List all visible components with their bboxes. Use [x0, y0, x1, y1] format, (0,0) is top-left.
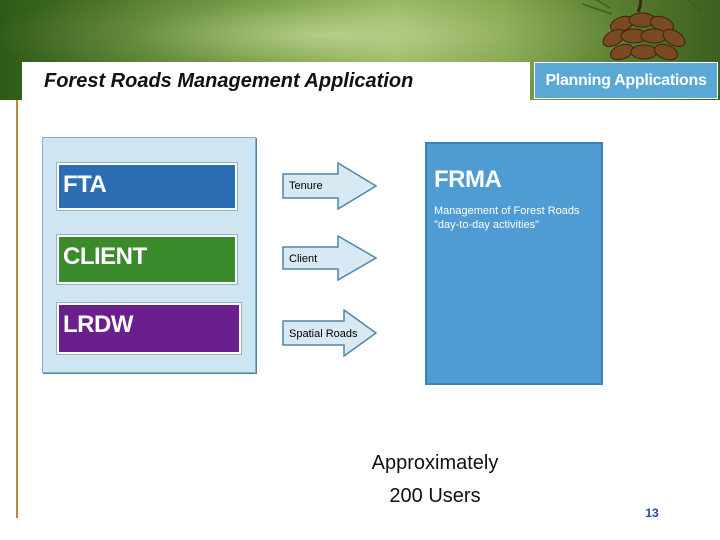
frma-description: Management of Forest Roads "day-to-day a…	[434, 205, 580, 232]
arrow-spatial-roads-label: Spatial Roads	[289, 328, 358, 340]
frma-title: FRMA	[434, 166, 502, 193]
arrow-client	[282, 235, 378, 281]
title-box	[22, 62, 530, 100]
page-number: 13	[645, 506, 659, 520]
system-fta-label: FTA	[63, 171, 107, 198]
system-client-label: CLIENT	[63, 243, 147, 270]
pine-cone-icon	[582, 0, 702, 61]
system-client: CLIENT	[56, 234, 238, 285]
frma-box	[425, 142, 603, 385]
section-label: Planning Applications	[545, 72, 707, 89]
header-banner	[0, 0, 720, 100]
users-count-line1: Approximately	[371, 452, 499, 474]
system-fta: FTA	[56, 162, 238, 211]
left-divider	[16, 100, 18, 518]
users-count-line2: 200 Users	[389, 485, 481, 507]
system-lrdw-label: LRDW	[63, 311, 133, 338]
page-title: Forest Roads Management Application	[44, 70, 414, 92]
section-badge	[534, 62, 718, 99]
arrow-spatial-roads	[282, 309, 378, 357]
arrow-client-label: Client	[289, 253, 318, 265]
arrow-tenure-label: Tenure	[289, 180, 323, 192]
arrow-tenure	[282, 162, 378, 210]
system-lrdw: LRDW	[56, 302, 242, 355]
